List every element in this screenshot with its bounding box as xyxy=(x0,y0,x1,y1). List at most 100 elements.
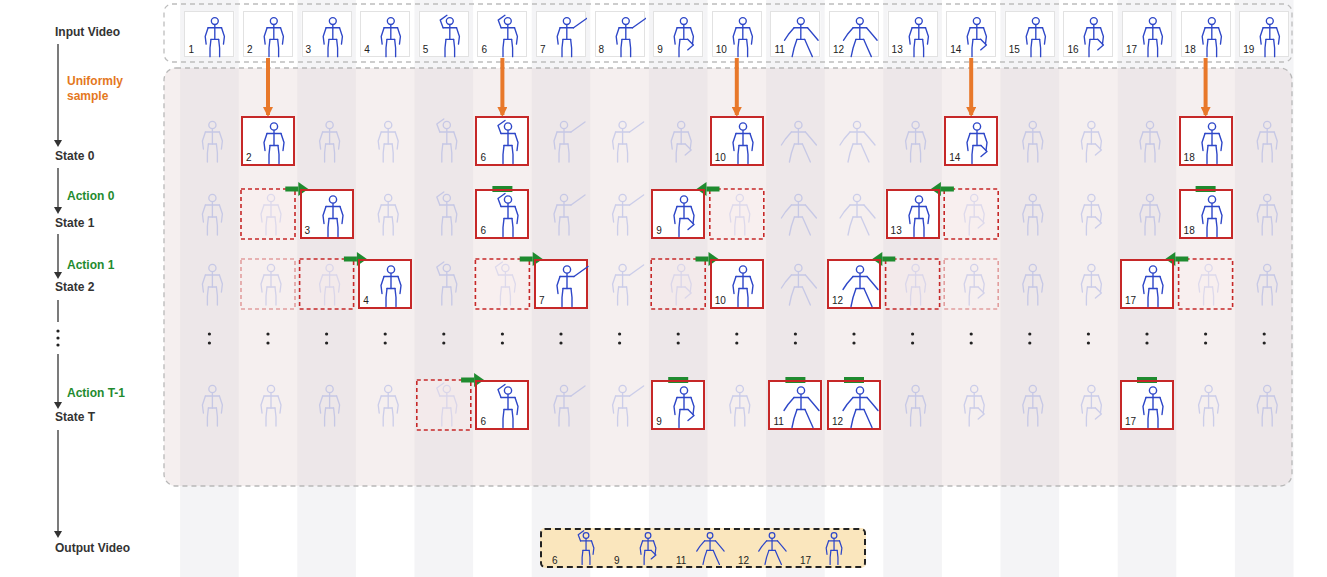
output-frame: 9 xyxy=(613,530,669,566)
input-frame: 7 xyxy=(536,11,586,57)
input-frame: 8 xyxy=(595,11,645,57)
frame-number: 9 xyxy=(657,44,663,55)
frame-number: 13 xyxy=(891,225,902,236)
skeleton-figure xyxy=(613,530,669,566)
input-frame: 4 xyxy=(360,11,410,57)
output-video-box: 6 9 11 12 17 xyxy=(540,528,866,568)
selected-frame: 9 xyxy=(651,380,705,430)
frame-number: 5 xyxy=(423,44,429,55)
selected-frame: 14 xyxy=(944,116,998,166)
input-frame: 6 xyxy=(477,11,527,57)
frame-number: 8 xyxy=(599,44,605,55)
input-frame: 13 xyxy=(888,11,938,57)
selected-frame: 7 xyxy=(534,259,588,309)
selected-frame: 17 xyxy=(1120,380,1174,430)
selected-frame: 6 xyxy=(475,380,529,430)
selected-frame: 13 xyxy=(886,189,940,239)
selected-frame: 6 xyxy=(475,189,529,239)
frame-number: 7 xyxy=(540,44,546,55)
frame-number: 6 xyxy=(552,555,558,566)
selected-frame: 18 xyxy=(1179,116,1233,166)
frame-number: 6 xyxy=(480,152,486,163)
frame-number: 6 xyxy=(481,44,487,55)
input-frame: 15 xyxy=(1005,11,1055,57)
row-label: State 0 xyxy=(55,149,145,164)
row-label: State 2 xyxy=(55,280,145,295)
frame-number: 11 xyxy=(774,44,784,55)
row-label: Action T-1 xyxy=(67,386,157,401)
frame-number: 18 xyxy=(1185,44,1196,55)
input-frame: 16 xyxy=(1063,11,1113,57)
frame-number: 6 xyxy=(480,225,486,236)
sample-arrow xyxy=(500,58,504,115)
input-frame: 18 xyxy=(1181,11,1231,57)
frame-number: 12 xyxy=(738,555,749,566)
frame-number: 12 xyxy=(832,416,843,427)
frame-number: 14 xyxy=(950,44,961,55)
frame-number: 11 xyxy=(773,416,783,427)
frame-number: 17 xyxy=(1125,295,1136,306)
output-frame: 11 xyxy=(675,530,731,566)
frame-number: 10 xyxy=(715,295,726,306)
selected-frame: 2 xyxy=(241,116,295,166)
input-frame: 3 xyxy=(302,11,352,57)
frame-number: 16 xyxy=(1067,44,1078,55)
frame-number: 3 xyxy=(306,44,312,55)
frame-number: 17 xyxy=(800,555,811,566)
frame-number: 19 xyxy=(1243,44,1254,55)
frame-number: 4 xyxy=(363,295,369,306)
input-frame: 5 xyxy=(419,11,469,57)
selected-frame: 10 xyxy=(710,116,764,166)
input-frame: 12 xyxy=(829,11,879,57)
row-label: Action 0 xyxy=(67,189,157,204)
input-frame: 19 xyxy=(1239,11,1289,57)
frame-number: 14 xyxy=(949,152,960,163)
frame-number: 12 xyxy=(833,44,844,55)
frame-number: 10 xyxy=(716,44,727,55)
frame-number: 11 xyxy=(676,555,686,566)
selected-frame: 18 xyxy=(1179,189,1233,239)
sample-arrow xyxy=(969,58,973,115)
frame-number: 2 xyxy=(246,152,252,163)
frame-number: 18 xyxy=(1184,152,1195,163)
selected-frame: 4 xyxy=(358,259,412,309)
input-frame: 17 xyxy=(1122,11,1172,57)
frame-number: 17 xyxy=(1126,44,1137,55)
frame-number: 9 xyxy=(656,225,662,236)
frame-number: 18 xyxy=(1184,225,1195,236)
input-frame: 11 xyxy=(770,11,820,57)
input-frame: 1 xyxy=(184,11,234,57)
row-label: State 1 xyxy=(55,216,145,231)
frame-number: 2 xyxy=(247,44,253,55)
selected-frame: 10 xyxy=(710,259,764,309)
frame-number: 10 xyxy=(715,152,726,163)
row-label: Action 1 xyxy=(67,258,157,273)
output-frame: 12 xyxy=(737,530,793,566)
output-frame: 6 xyxy=(551,530,607,566)
frame-number: 6 xyxy=(480,416,486,427)
selected-frame: 12 xyxy=(827,380,881,430)
output-frame: 17 xyxy=(799,530,855,566)
row-label: Input Video xyxy=(55,25,155,40)
frame-number: 3 xyxy=(305,225,311,236)
frame-number: 13 xyxy=(892,44,903,55)
frame-number: 9 xyxy=(614,555,620,566)
input-frame: 14 xyxy=(946,11,996,57)
selected-frame: 17 xyxy=(1120,259,1174,309)
selected-frame: 9 xyxy=(651,189,705,239)
frame-number: 4 xyxy=(364,44,370,55)
selected-frame: 12 xyxy=(827,259,881,309)
skeleton-figure xyxy=(551,530,607,566)
frame-number: 15 xyxy=(1009,44,1020,55)
selected-frame: 6 xyxy=(475,116,529,166)
selected-frame: 11 xyxy=(768,380,822,430)
frame-number: 9 xyxy=(656,416,662,427)
input-frame: 10 xyxy=(712,11,762,57)
input-frame: 9 xyxy=(653,11,703,57)
row-label: Output Video xyxy=(55,541,155,556)
row-label: Uniformly sample xyxy=(67,74,147,104)
selected-frame: 3 xyxy=(300,189,354,239)
